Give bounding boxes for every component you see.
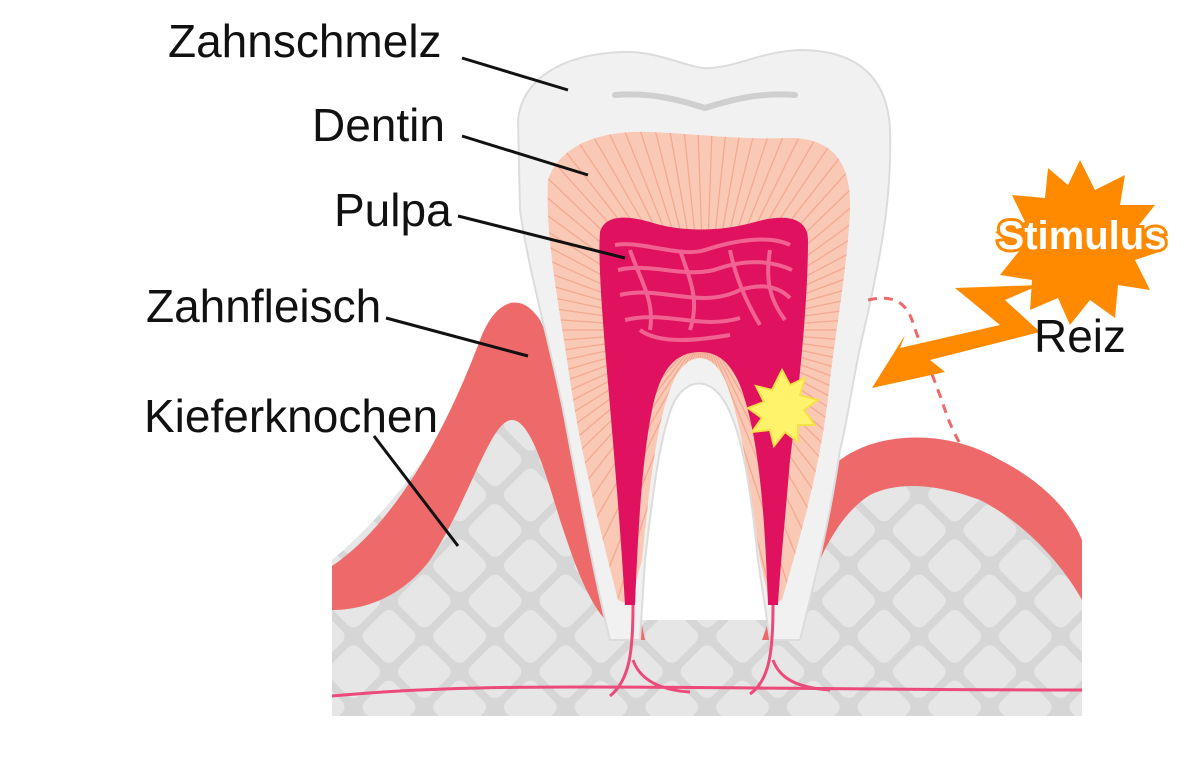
pain-spark-icon — [745, 367, 821, 449]
label-jawbone: Kieferknochen — [144, 390, 438, 442]
leader-jawbone — [372, 435, 460, 547]
nerve-line — [331, 604, 1083, 698]
label-enamel: Zahnschmelz — [168, 15, 442, 67]
leader-pulp — [457, 214, 626, 260]
leader-enamel — [461, 56, 569, 92]
stimulus-burst-icon — [995, 160, 1165, 325]
label-gum: Zahnfleisch — [146, 280, 381, 332]
gum — [332, 302, 645, 640]
pulp-network — [614, 237, 793, 342]
dentin-tubule-line — [705, 349, 717, 605]
label-reiz: Reiz — [1034, 310, 1126, 362]
stimulus-label: Stimulus — [998, 214, 1167, 258]
label-dentin: Dentin — [312, 99, 445, 151]
jawbone — [332, 340, 1082, 716]
leader-dentin — [461, 134, 589, 177]
dentin-tubule-line — [693, 349, 705, 605]
dentin-tubule-line — [547, 345, 694, 583]
label-pulp: Pulpa — [334, 184, 452, 236]
leader-gum — [385, 316, 529, 358]
gum-right — [762, 437, 1082, 640]
lightning-bolt-icon — [872, 285, 1040, 388]
enamel-groove — [612, 91, 798, 112]
